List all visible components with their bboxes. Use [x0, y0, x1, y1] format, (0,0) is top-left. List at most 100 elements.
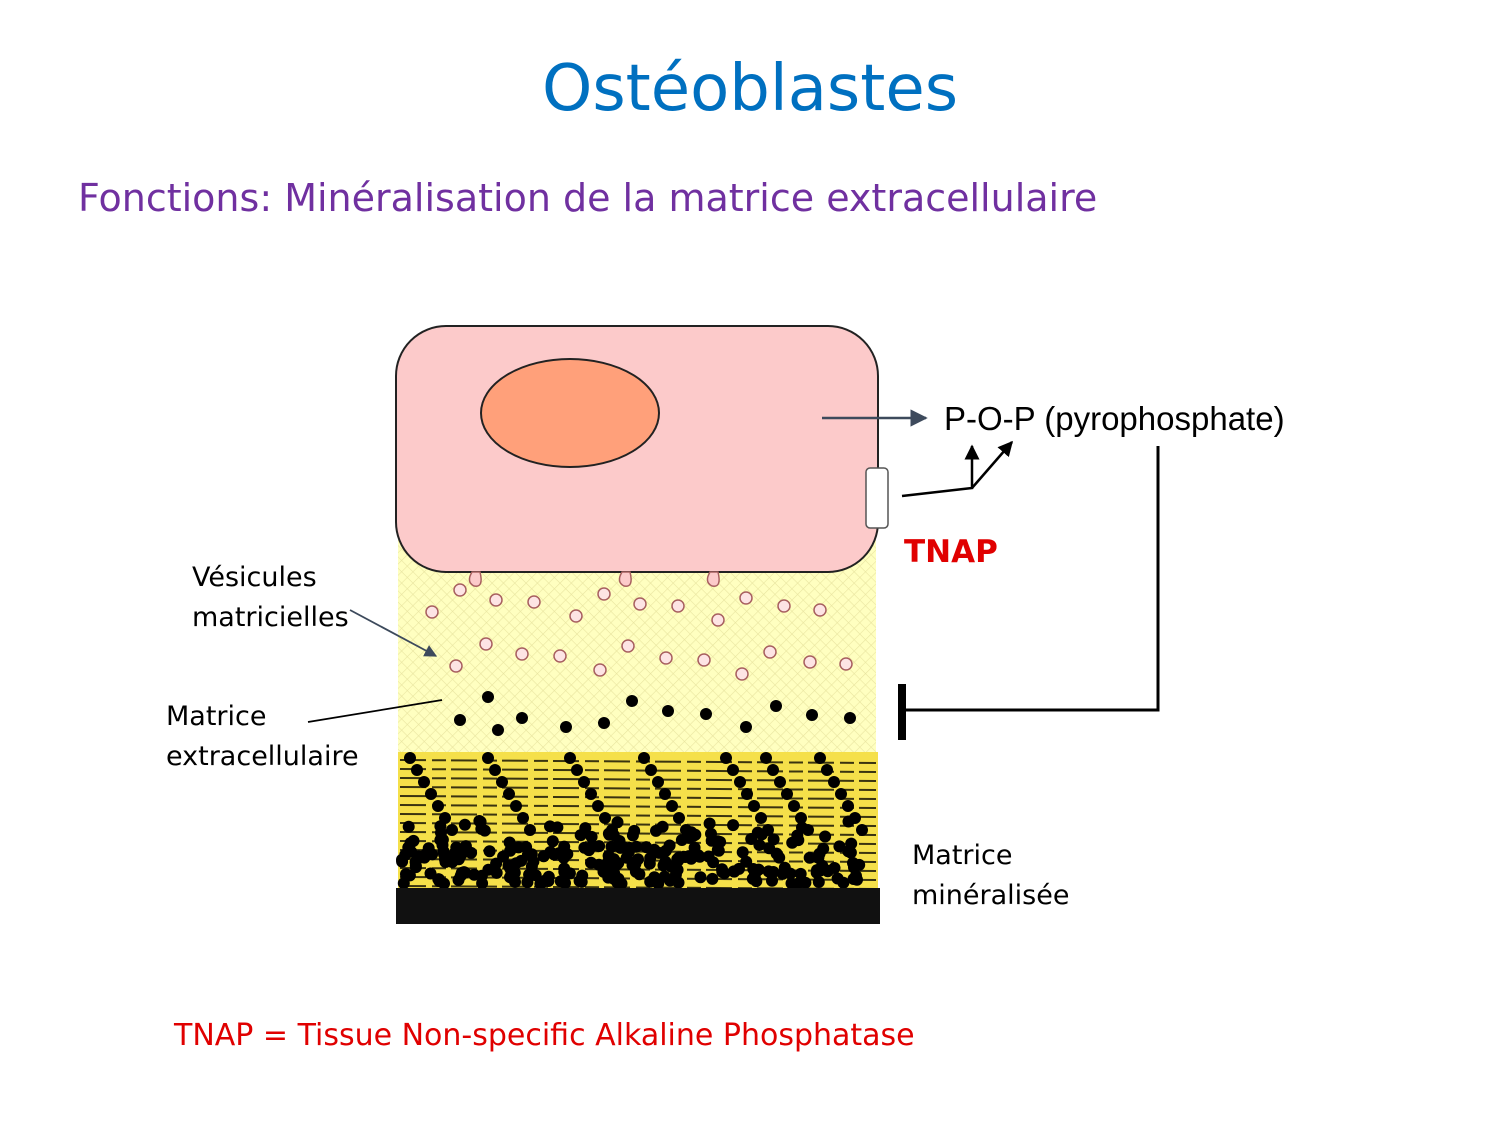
- mineral-dot: [629, 857, 642, 870]
- mineral-dot: [409, 859, 422, 872]
- mineral-dot: [762, 865, 775, 878]
- mineral-dot: [422, 842, 435, 855]
- mineral-dot: [788, 800, 800, 812]
- mineral-dot: [760, 752, 772, 764]
- mineral-dot: [515, 854, 528, 867]
- mineral-dot: [774, 776, 786, 788]
- inhibition-line: [902, 446, 1160, 712]
- mineral-dot: [776, 867, 789, 880]
- mineral-dot: [458, 866, 470, 879]
- mineral-dot: [544, 846, 557, 858]
- mineral-dot: [446, 824, 458, 836]
- mineral-dot: [397, 877, 410, 890]
- mineral-dot: [652, 776, 664, 788]
- tnap-label: TNAP: [904, 534, 998, 570]
- mineral-dot: [746, 872, 759, 885]
- crystal-dot: [598, 717, 610, 729]
- mineral-dot: [576, 869, 589, 882]
- hydroxyapatite-crystals: [454, 691, 856, 736]
- mineral-dot: [694, 871, 707, 884]
- matrix-vesicles: [425, 583, 853, 681]
- mineral-dot: [659, 788, 671, 800]
- mineral-dot: [525, 848, 538, 861]
- mineral-dot: [644, 875, 657, 888]
- mineral-dot: [727, 819, 740, 832]
- mineral-dot: [546, 835, 559, 848]
- matrix-vesicle: [659, 651, 673, 665]
- mineral-dot: [559, 877, 571, 890]
- mineral-dot: [753, 839, 766, 851]
- subtitle: Fonctions: Minéralisation de la matrice …: [78, 176, 1098, 220]
- mineral-dot: [688, 841, 701, 854]
- mineral-dot: [603, 828, 616, 841]
- mineral-dot: [510, 800, 522, 812]
- mineral-dot: [673, 812, 685, 824]
- matrix-vesicle: [597, 587, 611, 601]
- mineral-dot: [813, 847, 826, 860]
- mineral-dot: [434, 834, 447, 846]
- mineral-dot: [842, 800, 854, 812]
- matrix-vesicle: [569, 609, 583, 623]
- mineral-dot: [712, 844, 725, 857]
- mineral-dot: [835, 788, 847, 800]
- matrix-vesicle: [593, 663, 607, 677]
- mineral-dot: [597, 865, 610, 878]
- mineral-dot: [781, 788, 793, 800]
- mineral-dot: [474, 815, 487, 828]
- matrix-vesicle: [739, 591, 753, 605]
- mineral-dot: [418, 776, 430, 788]
- mineral-dot: [727, 764, 739, 776]
- mineral-dot: [819, 830, 832, 843]
- mineral-dot: [683, 831, 696, 844]
- footnote: TNAP = Tissue Non-specific Alkaline Phos…: [174, 1018, 915, 1053]
- mineral-dot: [502, 859, 515, 872]
- mineral-dot: [741, 788, 753, 800]
- mineral-dot: [404, 752, 416, 764]
- matrix-vesicle: [633, 597, 647, 611]
- mineral-dot: [658, 870, 671, 883]
- crystal-dot: [806, 709, 818, 721]
- matrix-vesicle: [671, 599, 685, 613]
- matrix-vesicle: [839, 657, 853, 671]
- mineral-dot: [585, 788, 597, 800]
- mineral-dot: [483, 845, 496, 858]
- collagen-fiber: [399, 795, 877, 800]
- mineral-dot: [833, 840, 846, 853]
- matrix-vesicle: [777, 599, 791, 613]
- tnap-reaction-line: [901, 444, 980, 498]
- mineral-dot: [525, 860, 538, 873]
- matrix-vesicle: [425, 605, 439, 619]
- mineral-dot: [571, 764, 583, 776]
- crystal-dot: [740, 721, 752, 733]
- matrix-vesicle: [479, 637, 493, 651]
- mineral-dot: [585, 856, 597, 869]
- mineral-dot: [439, 856, 452, 868]
- mineral-dot: [524, 824, 536, 836]
- mineral-dot: [558, 865, 571, 878]
- mineral-dot: [851, 873, 863, 886]
- mineral-dot: [755, 812, 767, 824]
- crystal-dot: [482, 691, 494, 703]
- mineral-dot: [482, 752, 494, 764]
- mineral-dot: [592, 800, 604, 812]
- mineral-dot: [821, 764, 833, 776]
- matrix-vesicle: [515, 647, 529, 661]
- matrix-vesicle: [489, 593, 503, 607]
- mineral-dot: [748, 800, 760, 812]
- mineral-dot: [706, 872, 719, 885]
- mineral-dot: [458, 818, 471, 831]
- mineral-dot: [734, 776, 746, 788]
- crystal-dot: [770, 700, 782, 712]
- matrix-vesicle: [697, 653, 711, 667]
- matrix-vesicle: [763, 645, 777, 659]
- mineral-dot: [602, 849, 615, 862]
- mineral-dot: [496, 776, 508, 788]
- mineral-dot: [396, 853, 408, 866]
- mineral-dot: [475, 869, 488, 882]
- mineral-dot: [503, 836, 516, 849]
- mineral-crystals: [396, 752, 868, 890]
- mineral-dot: [612, 872, 625, 885]
- mineral-dot: [503, 788, 515, 800]
- crystal-dot: [492, 724, 504, 736]
- mineral-dot: [821, 865, 834, 878]
